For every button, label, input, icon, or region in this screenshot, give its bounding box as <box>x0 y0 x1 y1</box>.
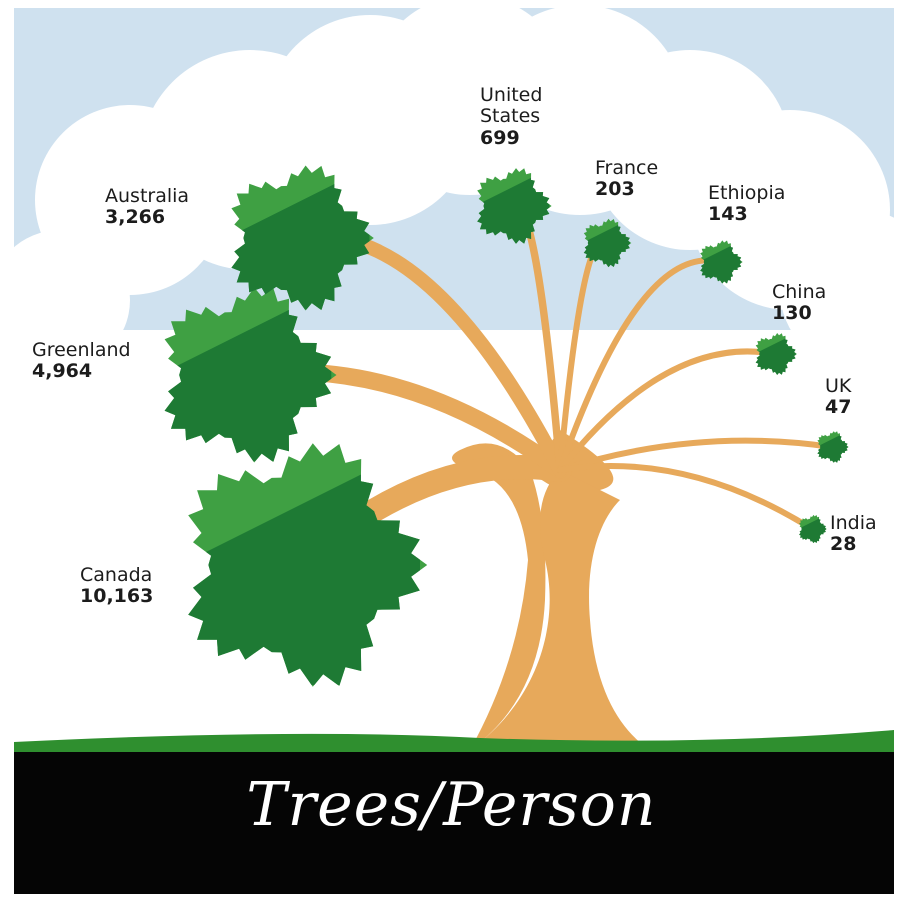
trunk-base <box>452 430 614 750</box>
country-value: 10,163 <box>80 585 154 608</box>
branch-china <box>557 348 778 473</box>
country-value: 699 <box>480 126 520 149</box>
ground-band <box>14 752 894 894</box>
branch-ethiopia <box>557 257 723 473</box>
country-name: Ethiopia <box>708 182 786 204</box>
leaf-india <box>799 514 827 544</box>
cloud-base <box>14 330 894 750</box>
leaf-france <box>583 218 632 268</box>
country-name: States <box>480 105 541 128</box>
country-value: 4,964 <box>32 360 93 383</box>
country-name: Greenland <box>32 339 131 361</box>
country-value: 143 <box>708 203 748 226</box>
leaf-united-states <box>477 168 552 244</box>
country-name: UK <box>825 375 852 397</box>
leaf-uk <box>817 431 849 463</box>
cloud-puff <box>780 210 903 370</box>
country-name: France <box>595 157 659 179</box>
country-name: Australia <box>105 185 190 207</box>
branch-india <box>557 463 815 532</box>
trunk-main <box>470 470 650 750</box>
country-name: United <box>480 84 543 106</box>
country-value: 3,266 <box>105 206 166 229</box>
leaf-marks <box>164 165 849 687</box>
country-value: 130 <box>772 302 812 325</box>
country-name: Canada <box>80 564 153 586</box>
leaf-china <box>755 333 797 375</box>
leaf-greenland <box>164 287 337 463</box>
country-value: 47 <box>825 396 852 419</box>
chart-title: Trees/Person <box>246 770 657 840</box>
leaf-australia <box>231 165 374 311</box>
country-value: 203 <box>595 178 635 201</box>
country-name: India <box>830 512 877 534</box>
branch-uk <box>557 437 835 473</box>
leaf-canada <box>188 443 428 687</box>
leaf-ethiopia <box>700 240 743 284</box>
country-value: 28 <box>830 533 857 556</box>
country-name: China <box>772 281 827 303</box>
